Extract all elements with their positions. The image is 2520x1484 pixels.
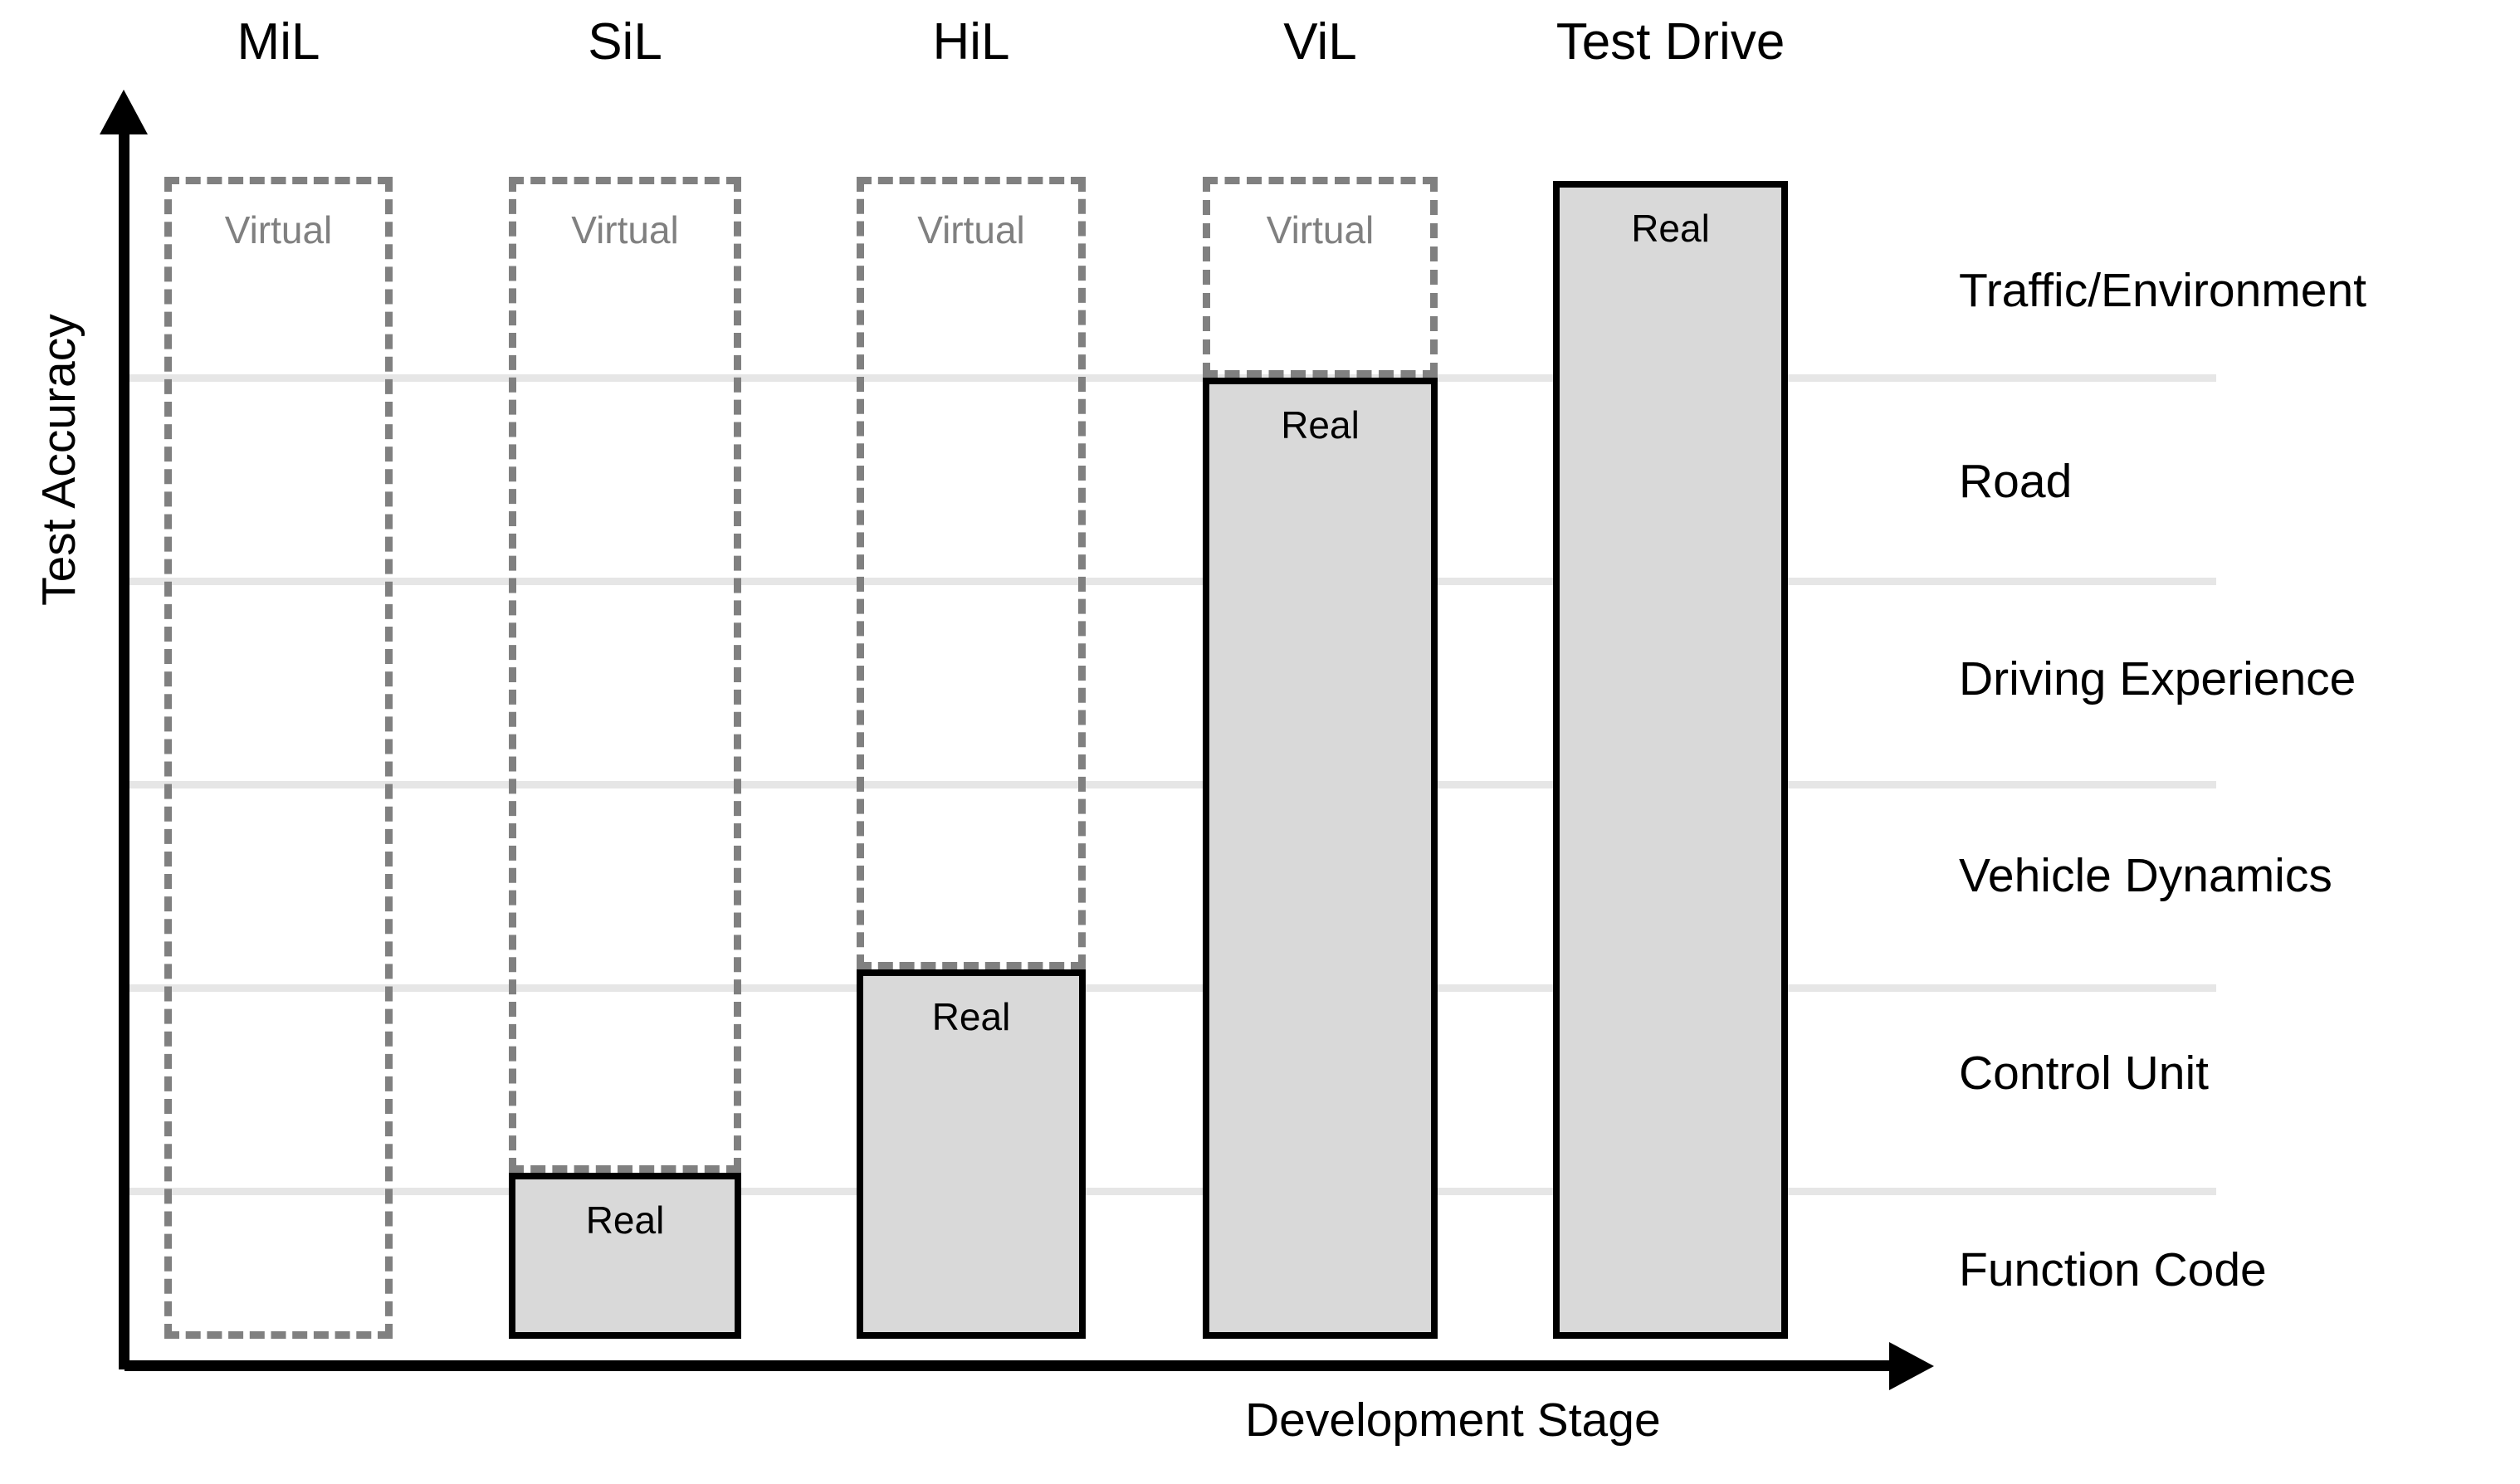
real-label-hil: Real: [931, 995, 1011, 1038]
stage-header-mil: MiL: [164, 17, 393, 68]
gridline-1: [125, 1188, 2216, 1195]
stage-header-mil-label: MiL: [237, 13, 320, 71]
gridline-4: [125, 578, 2216, 585]
real-bar-hil: Real: [857, 969, 1086, 1339]
category-text: Vehicle Dynamics: [1959, 849, 2332, 902]
real-label-vil: Real: [1281, 403, 1360, 447]
virtual-box-sil: Virtual: [509, 177, 741, 1173]
real-bar-vil: Real: [1203, 378, 1438, 1339]
x-axis-arrowhead: [1889, 1342, 1934, 1390]
virtual-box-vil: Virtual: [1203, 177, 1438, 378]
x-axis-title: Development Stage: [1245, 1394, 1661, 1447]
virtual-box-hil: Virtual: [857, 177, 1086, 969]
real-label-sil: Real: [585, 1198, 665, 1242]
virtual-label-mil: Virtual: [224, 208, 333, 251]
virtual-label-hil: Virtual: [917, 208, 1025, 251]
category-text: Function Code: [1959, 1243, 2267, 1296]
stage-header-sil-label: SiL: [588, 13, 662, 71]
real-bar-sil: Real: [509, 1173, 741, 1339]
real-bar-test-drive: Real: [1553, 181, 1788, 1339]
virtual-label-sil: Virtual: [571, 208, 679, 251]
stage-header-test-drive-label: Test Drive: [1555, 13, 1785, 71]
category-text: Control Unit: [1959, 1047, 2209, 1100]
gridline-3: [125, 781, 2216, 788]
gridline-2: [125, 984, 2216, 992]
y-axis-line: [119, 124, 129, 1369]
category-text: Driving Experience: [1959, 652, 2356, 705]
stage-header-test-drive: Test Drive: [1503, 17, 1838, 68]
stage-header-sil: SiL: [509, 17, 741, 68]
category-label-road: Road: [1959, 458, 2072, 505]
category-label-control-unit: Control Unit: [1959, 1050, 2209, 1097]
y-axis-arrowhead: [100, 90, 148, 134]
stage-header-hil: HiL: [857, 17, 1086, 68]
stage-header-vil-label: ViL: [1283, 13, 1357, 71]
category-label-traffic-environment: Traffic/Environment: [1959, 267, 2366, 315]
virtual-box-mil: Virtual: [164, 177, 393, 1339]
stage-header-vil: ViL: [1203, 17, 1438, 68]
category-text: Road: [1959, 455, 2073, 508]
gridline-5: [125, 374, 2216, 382]
category-label-function-code: Function Code: [1959, 1247, 2267, 1294]
category-label-vehicle-dynamics: Vehicle Dynamics: [1959, 852, 2332, 900]
stage-header-hil-label: HiL: [932, 13, 1010, 71]
category-label-driving-experience: Driving Experience: [1959, 656, 2356, 703]
virtual-label-vil: Virtual: [1266, 208, 1375, 251]
x-axis-line: [125, 1360, 1901, 1371]
y-axis-title: Test Accuracy: [32, 314, 86, 606]
real-label-test-drive: Real: [1631, 207, 1710, 250]
category-text: Traffic/Environment: [1959, 264, 2367, 317]
